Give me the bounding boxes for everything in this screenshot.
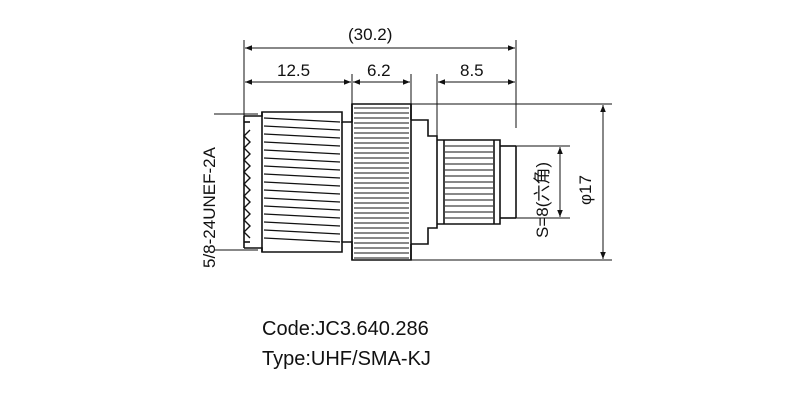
- thread-sawtooth: [243, 129, 251, 239]
- pin-length-label: 8.5: [460, 61, 484, 80]
- right-dimension-lines: [411, 103, 612, 261]
- hex-size-label: S=8(六角): [533, 162, 552, 238]
- product-type: Type:UHF/SMA-KJ: [262, 348, 431, 370]
- product-code: Code:JC3.640.286: [262, 318, 429, 340]
- dimension-lines: [243, 40, 517, 140]
- hex-body-texture: [445, 145, 493, 219]
- thread-ridges: [263, 117, 341, 243]
- diameter-label: φ17: [576, 175, 595, 205]
- thread-spec-label: 5/8-24UNEF-2A: [200, 146, 219, 268]
- overall-length-label: (30.2): [348, 25, 392, 44]
- nut-length-label: 6.2: [367, 61, 391, 80]
- connector-body: [243, 103, 517, 261]
- knurled-nut: [354, 107, 409, 259]
- thread-dimension-lines: [214, 113, 258, 251]
- left-body-length-label: 12.5: [277, 61, 310, 80]
